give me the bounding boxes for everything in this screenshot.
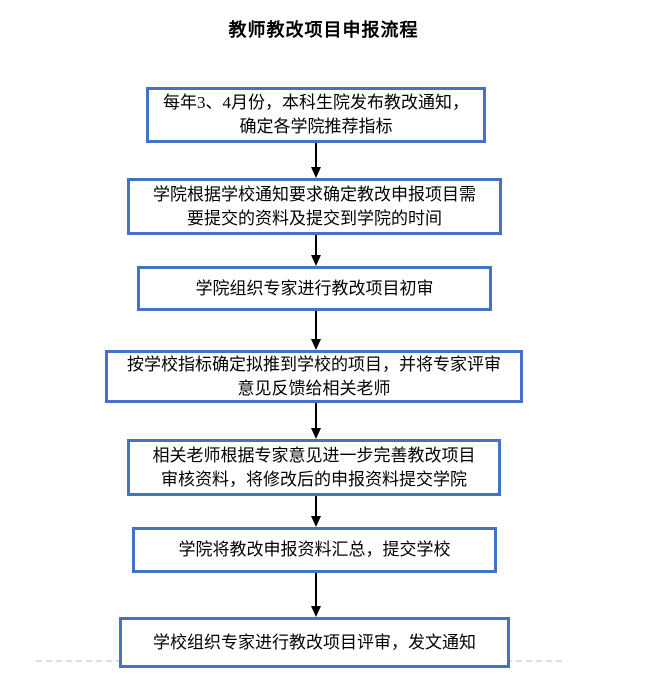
arrow-shaft	[315, 143, 317, 167]
arrow-shaft	[315, 403, 317, 428]
arrow-head-icon	[311, 167, 321, 178]
flow-arrow-2	[311, 235, 321, 266]
arrow-head-icon	[311, 516, 321, 527]
arrow-head-icon	[311, 255, 321, 266]
arrow-head-icon	[311, 428, 321, 439]
flow-step-college-requirements: 学院根据学校通知要求确定教改申报项目需 要提交的资料及提交到学院的时间	[127, 178, 502, 235]
arrow-shaft	[315, 311, 317, 339]
flow-step-teacher-revise-resubmit: 相关老师根据专家意见进一步完善教改项目 审核资料，将修改后的申报资料提交学院	[127, 439, 501, 496]
flow-arrow-4	[311, 403, 321, 439]
flow-arrow-3	[311, 311, 321, 350]
flow-arrow-6	[311, 573, 321, 617]
flow-arrow-1	[311, 143, 321, 178]
flow-step-college-preliminary-review: 学院组织专家进行教改项目初审	[137, 266, 492, 311]
arrow-head-icon	[311, 606, 321, 617]
flow-step-select-projects-feedback: 按学校指标确定拟推到学校的项目，并将专家评审 意见反馈给相关老师	[105, 350, 523, 403]
flow-arrow-5	[311, 496, 321, 527]
arrow-shaft	[315, 235, 317, 255]
page-title: 教师教改项目申报流程	[228, 20, 419, 40]
flow-step-school-final-review: 学校组织专家进行教改项目评审，发文通知	[119, 617, 510, 668]
arrow-head-icon	[311, 339, 321, 350]
flow-step-notice-release: 每年3、4月份，本科生院发布教改通知， 确定各学院推荐指标	[146, 87, 486, 143]
flow-step-college-summarize-submit: 学院将教改申报资料汇总，提交学校	[132, 527, 497, 573]
arrow-shaft	[315, 573, 317, 606]
arrow-shaft	[315, 496, 317, 516]
